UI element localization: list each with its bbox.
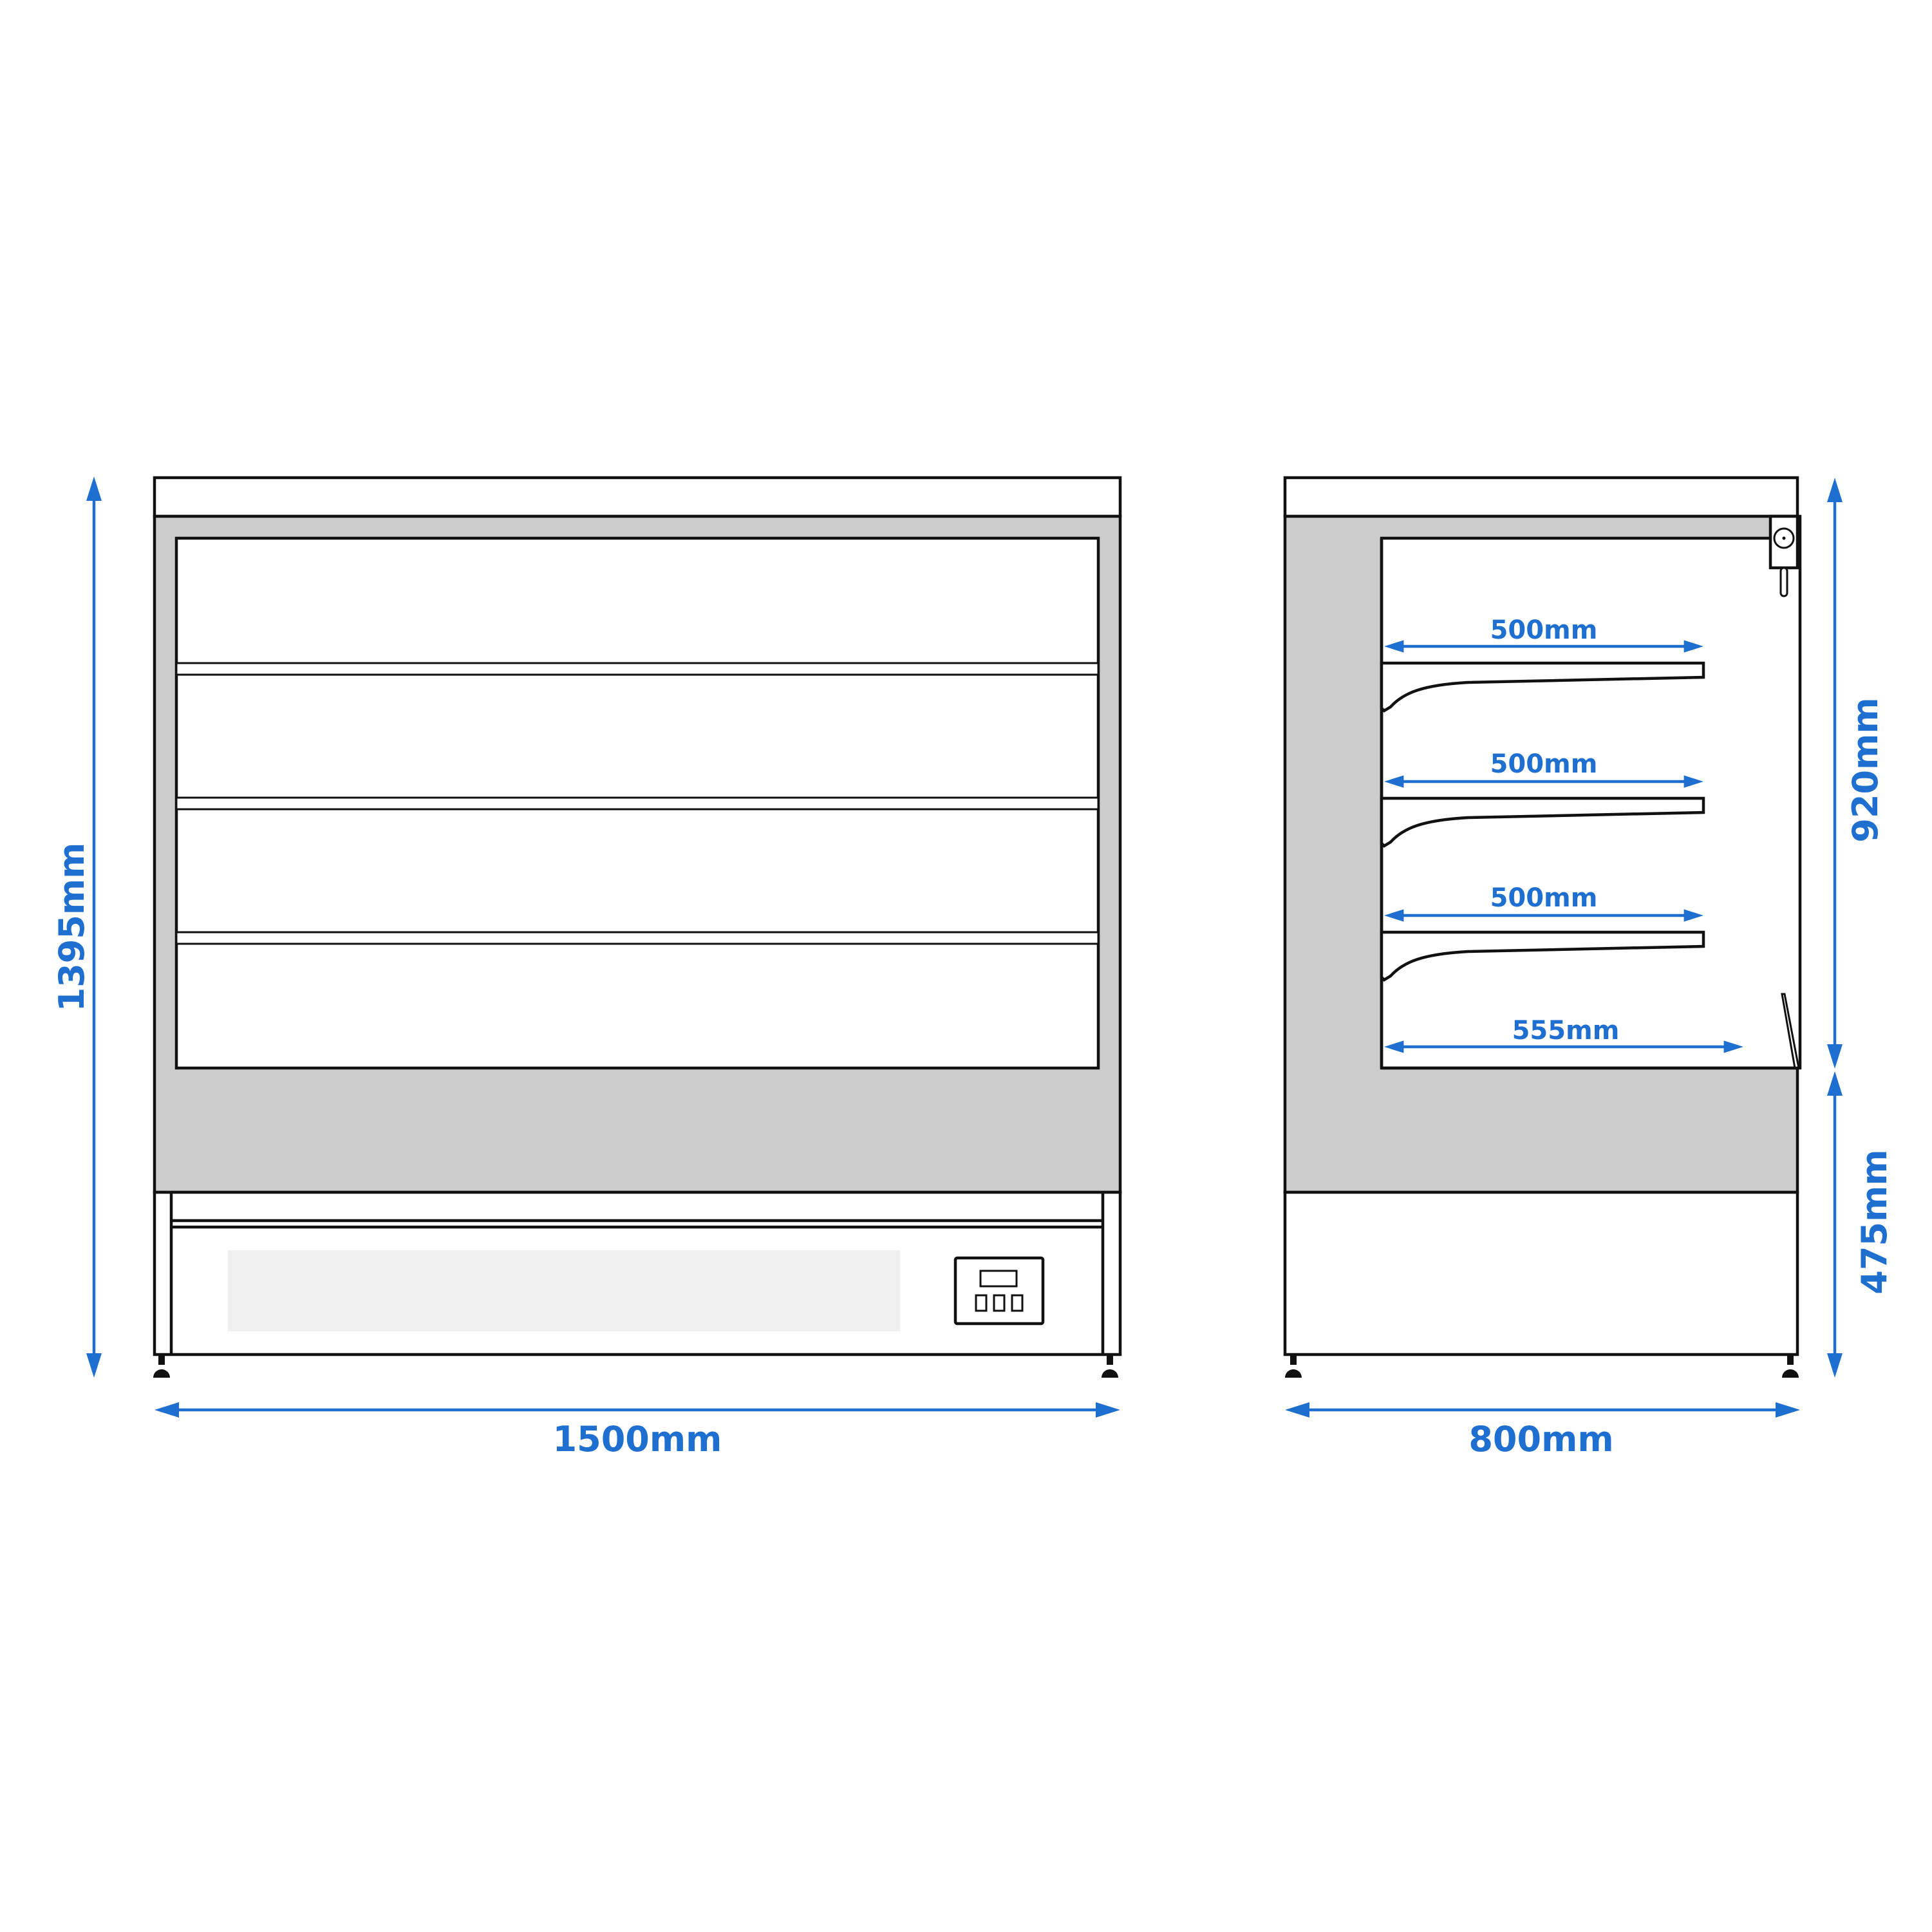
front-view	[153, 476, 1122, 1378]
front-width-arrow-end-head	[1096, 1402, 1120, 1418]
thermometer-icon	[1773, 527, 1795, 597]
side-view	[1283, 476, 1802, 1378]
base-depth-arrow-end-head	[1723, 1040, 1743, 1053]
front-base-panel	[228, 1250, 900, 1331]
shelf-1-depth-arrow-start-head	[1384, 640, 1404, 653]
side-lower-height-arrow-end-head	[1827, 1353, 1843, 1378]
front-width-arrow	[155, 1402, 1120, 1418]
shelf-3-depth-arrow-end-head	[1683, 909, 1703, 922]
front-width-arrow-start-head	[155, 1402, 179, 1418]
front-width-label: 1500mm	[553, 1419, 722, 1459]
side-feet	[1285, 1356, 1799, 1378]
side-shelf-1	[1380, 661, 1705, 713]
shelf-1-depth-arrow	[1384, 640, 1703, 653]
side-canopy	[1283, 476, 1799, 518]
base-depth-arrow-start-head	[1384, 1040, 1404, 1053]
side-depth-label: 800mm	[1468, 1419, 1613, 1459]
side-upper-height-arrow-end-head	[1827, 1044, 1843, 1069]
front-shelf-2	[175, 796, 1100, 811]
shelf-2-depth-arrow-start-head	[1384, 775, 1404, 788]
shelf-depth-label-2: 500mm	[1490, 749, 1598, 779]
front-height-arrow	[86, 476, 102, 1378]
base-depth-label: 555mm	[1512, 1016, 1620, 1046]
control-panel-icon	[953, 1256, 1045, 1326]
front-canopy	[153, 476, 1122, 518]
side-depth-arrow	[1285, 1402, 1800, 1418]
side-upper-height-label: 920mm	[1845, 697, 1886, 842]
shelf-2-depth-arrow-end-head	[1683, 775, 1703, 788]
shelf-depth-label-3: 500mm	[1490, 883, 1598, 913]
side-interior	[1380, 514, 1802, 1070]
base-depth-arrow	[1384, 1040, 1743, 1053]
side-lower-height-arrow-start-head	[1827, 1071, 1843, 1096]
side-lower-height-arrow	[1827, 1071, 1843, 1378]
front-shelf-3	[175, 931, 1100, 945]
side-depth-arrow-end-head	[1776, 1402, 1800, 1418]
dimension-lines	[86, 476, 1843, 1418]
side-shelf-2	[1380, 796, 1705, 848]
side-upper-height-arrow	[1827, 478, 1843, 1069]
shelf-3-depth-arrow	[1384, 909, 1703, 922]
side-depth-arrow-start-head	[1285, 1402, 1309, 1418]
front-feet	[153, 1356, 1118, 1378]
shelf-3-depth-arrow-start-head	[1384, 909, 1404, 922]
front-height-label: 1395mm	[52, 843, 92, 1012]
shelf-depth-label-1: 500mm	[1490, 615, 1598, 645]
front-shelf-1	[175, 662, 1100, 676]
shelf-2-depth-arrow	[1384, 775, 1703, 788]
side-lower-height-label: 475mm	[1854, 1149, 1895, 1294]
shelf-1-depth-arrow-end-head	[1683, 640, 1703, 653]
front-height-arrow-end-head	[86, 1353, 102, 1378]
side-upper-height-arrow-start-head	[1827, 478, 1843, 502]
side-shelf-3	[1380, 930, 1705, 982]
side-base	[1283, 1190, 1799, 1356]
front-height-arrow-start-head	[86, 476, 102, 501]
